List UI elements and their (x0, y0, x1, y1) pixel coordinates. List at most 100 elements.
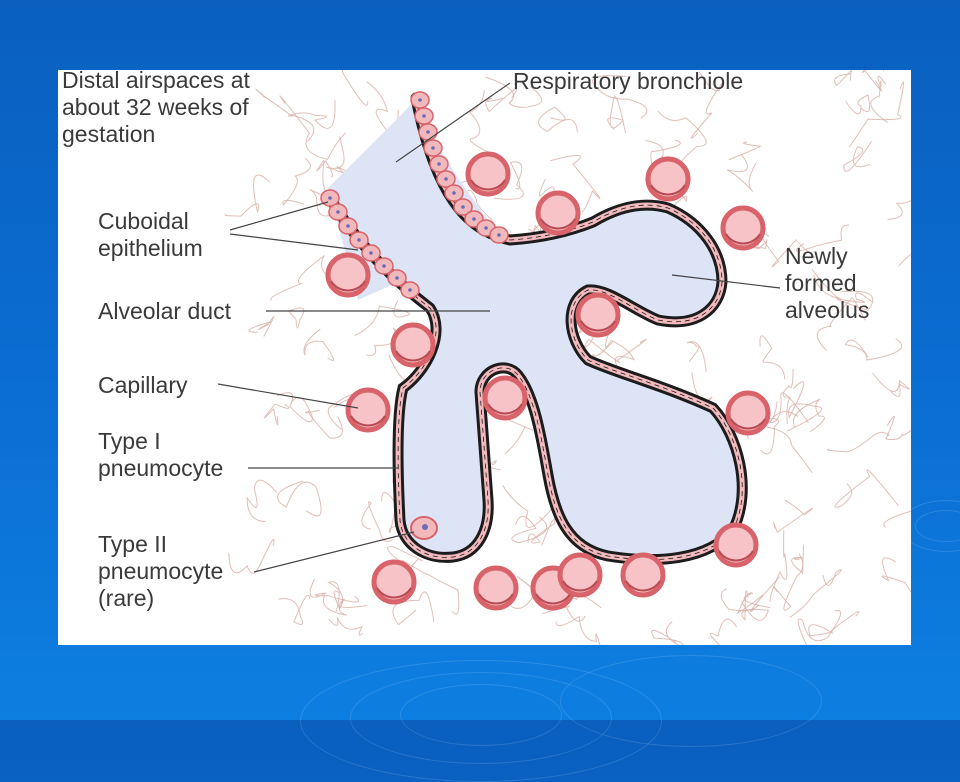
leader-line (217, 383, 359, 409)
connective-fiber (736, 592, 771, 615)
connective-fiber (793, 398, 825, 433)
capillary (575, 292, 621, 338)
cell-nucleus (346, 224, 350, 228)
connective-fiber (287, 99, 336, 129)
connective-fiber (527, 518, 556, 546)
leader-line (395, 82, 511, 163)
capillary-rim (535, 593, 571, 605)
connective-fiber (493, 161, 524, 200)
connective-fiber (870, 75, 889, 124)
connective-fiber (773, 553, 804, 611)
connective-fiber (323, 595, 368, 616)
capillary-rim (395, 350, 431, 362)
cell-nucleus (437, 162, 441, 166)
connective-fiber (538, 106, 578, 133)
leader-line (229, 201, 329, 231)
connective-fiber (834, 70, 853, 87)
leader-line (671, 274, 781, 289)
connective-fiber (795, 224, 849, 252)
capillary-rim (725, 233, 761, 245)
connective-fiber (550, 155, 601, 213)
connective-fiber (811, 269, 873, 303)
cell-nucleus (336, 210, 340, 214)
connective-fiber (327, 581, 344, 612)
connective-fiber (555, 615, 601, 645)
capillary-rim (330, 280, 366, 292)
connective-fiber (797, 609, 842, 645)
leader-line (253, 531, 415, 573)
capillaries (325, 151, 771, 611)
connective-fiber (773, 499, 813, 533)
cell-nucleus (426, 130, 430, 134)
background-ripple (560, 655, 822, 747)
alveolar-diagram (217, 70, 911, 645)
connective-fiber (381, 491, 410, 533)
connective-fiber (845, 94, 871, 115)
connective-fiber (782, 368, 794, 425)
leader-line (229, 233, 359, 251)
label-newly-formed-alveolus: Newly formed alveolus (785, 243, 870, 323)
connective-fiber (808, 611, 860, 637)
connective-fiber (645, 139, 681, 171)
capillary-rim (562, 580, 598, 592)
connective-fiber (872, 372, 910, 397)
connective-fiber (816, 297, 866, 351)
type-ii-pneumocyte-cell (410, 516, 438, 540)
cell-nucleus (444, 177, 448, 181)
label-type-ii-pneumocyte: Type II pneumocyte (rare) (98, 531, 224, 611)
capillary (390, 322, 436, 368)
cell-nucleus (418, 98, 422, 102)
connective-fiber (361, 501, 394, 542)
connective-fiber (246, 479, 278, 523)
connective-fiber (898, 253, 911, 267)
diagram-title: Distal airspaces at about 32 weeks of ge… (62, 70, 250, 147)
cell-nucleus (461, 205, 465, 209)
connective-fiber (720, 576, 780, 613)
connective-fiber (768, 392, 809, 424)
connective-fiber (607, 96, 626, 134)
leader-lines (217, 82, 781, 573)
diagram-panel: Distal airspaces at about 32 weeks of ge… (58, 70, 911, 645)
connective-fiber (270, 255, 336, 301)
connective-fiber (844, 338, 903, 361)
cell-nucleus (452, 191, 456, 195)
connective-fiber (288, 307, 305, 329)
connective-fiber (248, 315, 275, 337)
label-capillary: Capillary (98, 372, 188, 398)
background-ripple (400, 684, 562, 746)
label-respiratory-bronchiole: Respiratory bronchiole (513, 70, 744, 94)
connective-fiber (328, 617, 364, 636)
capillary (557, 552, 603, 598)
capillary (725, 390, 771, 436)
connective-fiber (709, 618, 738, 645)
capillary (325, 252, 371, 298)
connective-fiber (511, 516, 548, 544)
connective-fiber (277, 480, 322, 517)
cell-nucleus (422, 524, 428, 530)
capillary-rim (730, 418, 766, 430)
capillary (713, 522, 759, 568)
label-alveolar-duct: Alveolar duct (98, 298, 231, 324)
connective-fiber (826, 431, 890, 453)
capillary (345, 387, 391, 433)
connective-fiber (279, 95, 347, 160)
connective-fiber (278, 594, 311, 625)
connective-fiber (255, 88, 315, 142)
capillary (473, 565, 519, 611)
connective-fiber (887, 200, 911, 220)
connective-fiber (303, 328, 334, 362)
connective-fiber (813, 274, 874, 311)
capillary-rim (580, 320, 616, 332)
connective-fiber (881, 557, 911, 593)
connective-fiber (883, 510, 911, 528)
connective-fiber (686, 341, 707, 372)
cell-nucleus (369, 251, 373, 255)
cell-nucleus (357, 238, 361, 242)
capillary (645, 156, 691, 202)
capillary (535, 190, 581, 236)
connective-fiber (786, 381, 822, 432)
connective-fiber (726, 153, 757, 192)
cell-nucleus (472, 217, 476, 221)
connective-fiber (769, 529, 788, 602)
capillary (371, 559, 417, 605)
